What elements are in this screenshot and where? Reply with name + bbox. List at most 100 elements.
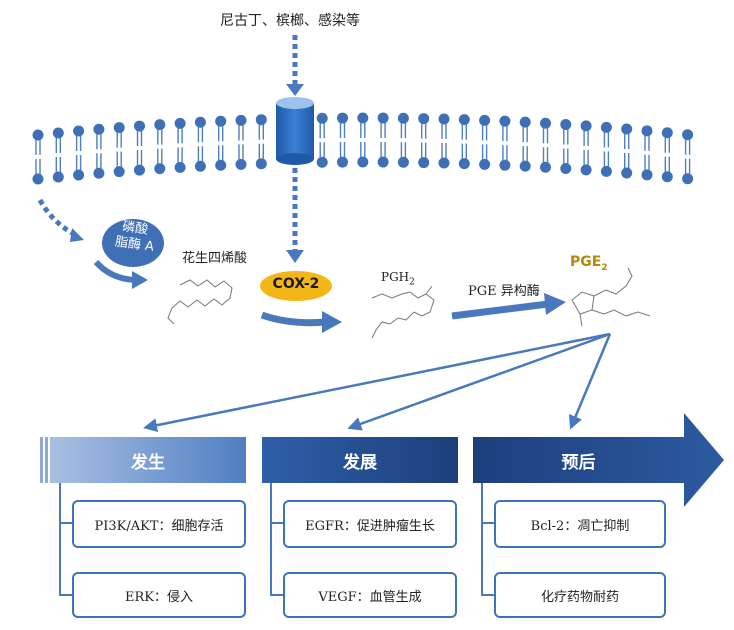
lipid-head — [621, 167, 633, 179]
lipid-head — [52, 171, 64, 183]
lipid-head — [194, 160, 206, 172]
pge2-label-base: PGE — [570, 254, 602, 270]
lipid-head — [93, 123, 105, 135]
lipid-head — [134, 164, 145, 176]
lipid-head — [32, 173, 44, 185]
lipid-head — [52, 127, 64, 139]
lipid-head — [255, 114, 267, 126]
lipid-head — [113, 122, 125, 134]
pge2-label: PGE2 — [570, 254, 608, 273]
lipid-head — [377, 112, 389, 124]
pge-isomerase-label: PGE 异构酶 — [468, 284, 540, 299]
pgh2-to-pge2-arrowhead — [544, 293, 566, 315]
lipid-head — [682, 173, 694, 185]
lipid-head — [357, 156, 369, 168]
lipid-head — [32, 129, 44, 141]
membrane-to-pla-dotted-arrow — [37, 198, 76, 237]
prognosis-header-arrow — [473, 413, 724, 507]
lipid-head — [316, 156, 328, 168]
cell-membrane — [32, 112, 694, 185]
lipid-head — [580, 164, 592, 176]
lipid-head — [560, 163, 572, 175]
lipid-head — [641, 125, 653, 137]
development-item-2: VEGF：血管生成 — [283, 572, 457, 618]
lipid-head — [600, 165, 612, 177]
lipid-head — [357, 112, 369, 124]
aa-to-pgh2-arrow — [260, 311, 327, 327]
lipid-head — [519, 116, 531, 128]
lipid-head — [194, 116, 206, 128]
pge2-to-occurrence-arrow — [143, 332, 611, 433]
arachidonic-acid-label: 花生四烯酸 — [182, 251, 248, 266]
membrane-channel — [276, 97, 314, 165]
prognosis-item-1: Bcl-2：凋亡抑制 — [494, 500, 666, 548]
lipid-head — [641, 169, 653, 181]
lipid-head — [255, 158, 267, 170]
pgh2-label-sub: 2 — [409, 277, 415, 288]
lipid-head — [337, 112, 348, 124]
cox2-arrowhead — [286, 250, 304, 263]
lipid-head — [215, 115, 227, 127]
occurrence-item-2: ERK：侵入 — [72, 572, 246, 618]
lipid-head — [174, 161, 186, 173]
pge2-label-sub: 2 — [601, 262, 608, 273]
lipid-head — [479, 114, 491, 126]
stimulus-label: 尼古丁、槟榔、感染等 — [220, 13, 360, 29]
lipid-head — [600, 121, 612, 133]
lipid-head — [540, 117, 551, 129]
lipid-head — [316, 112, 328, 124]
lipid-head — [73, 169, 85, 181]
lipid-head — [73, 125, 85, 137]
phospholipase-label: 磷酸 脂酶 A — [114, 219, 155, 256]
development-item-1: EGFR：促进肿瘤生长 — [283, 500, 457, 548]
cox2-enzyme-shape — [260, 271, 332, 301]
lipid-head — [418, 157, 430, 169]
pgh2-structure — [371, 285, 435, 339]
lipid-head — [438, 113, 450, 125]
pge2-to-development-arrow — [347, 332, 611, 431]
lipid-head — [377, 156, 389, 168]
pgh2-label-base: PGH — [381, 270, 410, 284]
aa-to-pgh2-arrowhead — [322, 311, 342, 333]
prognosis-header: 预后 — [561, 452, 596, 473]
pge2-structure — [571, 267, 651, 327]
lipid-head — [682, 129, 694, 141]
pgh2-label: PGH2 — [381, 270, 415, 287]
lipid-head — [397, 156, 409, 168]
lipid-head — [540, 161, 551, 173]
lipid-head — [397, 112, 409, 124]
lipid-head — [621, 123, 633, 135]
lipid-head — [154, 119, 166, 131]
lipid-head — [235, 158, 247, 170]
lipid-head — [499, 115, 511, 127]
lipid-head — [418, 113, 430, 125]
occurrence-item-1: PI3K/AKT：细胞存活 — [72, 500, 246, 548]
arachidonic-acid-structure — [171, 279, 233, 309]
lipid-head — [215, 159, 227, 171]
lipid-head — [93, 167, 105, 179]
prognosis-item-2: 化疗药物耐药 — [494, 572, 666, 618]
pge2-to-prognosis-arrow — [569, 333, 612, 430]
lipid-head — [337, 156, 348, 168]
lipid-head — [134, 120, 145, 132]
lipid-head — [661, 171, 673, 183]
lipid-head — [458, 114, 470, 126]
item-connectors — [59, 483, 494, 596]
lipid-head — [661, 127, 673, 139]
lipid-head — [580, 120, 592, 132]
occurrence-header-shape — [40, 437, 246, 483]
cox2-label: COX-2 — [272, 276, 320, 292]
lipid-head — [479, 158, 491, 170]
phospholipase-bubble — [102, 219, 164, 267]
lipid-head — [235, 114, 247, 126]
pla-dotted-arrowhead — [70, 228, 84, 242]
lipid-head — [438, 157, 450, 169]
lipid-head — [113, 166, 125, 178]
pgh2-to-pge2-arrow — [451, 300, 549, 320]
stimulus-arrowhead — [286, 84, 304, 96]
lipid-head — [560, 119, 572, 131]
lipid-head — [458, 158, 470, 170]
lipid-head — [499, 159, 511, 171]
